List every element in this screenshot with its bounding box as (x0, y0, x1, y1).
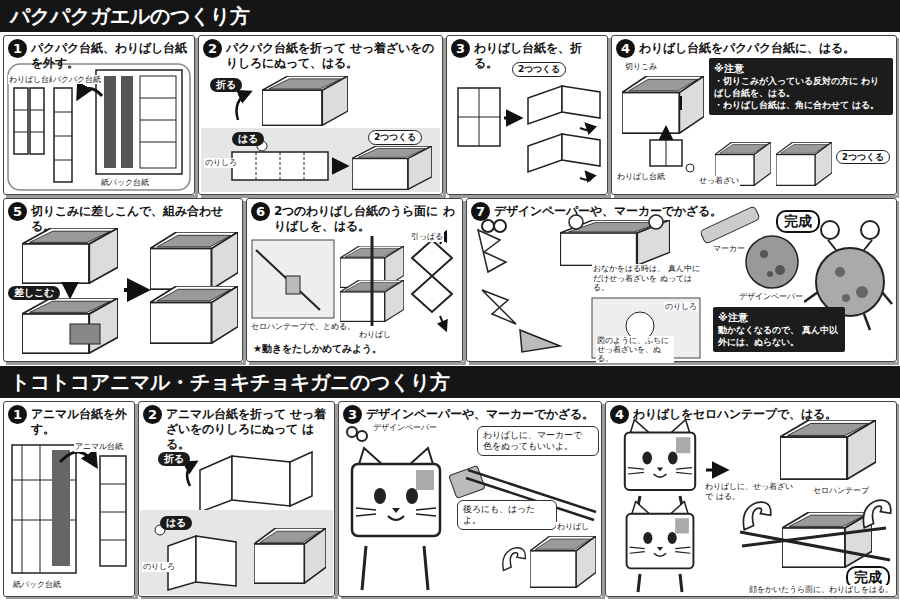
step-header: 5切りこみに差しこんで、組み合わせる。 (8, 202, 238, 234)
part-label: わりばし (358, 330, 392, 339)
part-label: のりしろ (142, 562, 176, 572)
step-header: 3デザインペーパーや、マーカーでかざる。 (343, 405, 597, 424)
step-number: 2 (203, 39, 222, 58)
step-heading: アニマル台紙を折って せっ着ざいをのりしろにぬって はる。 (166, 405, 330, 452)
step-panel: 1アニマル台紙を外す。 (3, 401, 135, 597)
step-number: 3 (451, 39, 470, 58)
step-heading: デザインペーパーや、マーカーでかざる。 (494, 202, 722, 219)
part-label: 図のように、ふちに せっ着ざいを、ぬる。 (596, 336, 674, 363)
part-label: 引っぱる (410, 232, 444, 242)
step-heading: 切りこみに差しこんで、組み合わせる。 (31, 202, 238, 234)
caution-box: ※注意・切りこみが入っている反対の方に わりばし台紙を、はる。・わりばし台紙は、… (709, 58, 893, 115)
step-number: 7 (471, 202, 490, 221)
step-header: 4わりばしをセロハンテープで、はる。 (610, 405, 892, 424)
step-panel: 3わりばし台紙を、折る。 (446, 35, 608, 195)
count-badge: 2つつくる (512, 62, 566, 77)
step-number: 3 (343, 405, 362, 424)
step-heading: わりばし台紙をパクパク台紙に、はる。 (639, 39, 855, 56)
part-label: 切りこみ (624, 62, 658, 72)
step-panel: 2パクパク台紙を折って せっ着ざいをのりしろにぬって、はる。 (198, 35, 443, 195)
section-title: パクパクガエルのつくり方 (10, 3, 250, 29)
step-number: 1 (8, 39, 27, 58)
part-label: マーカー (712, 244, 746, 254)
part-label: おなかをはる時は、 真ん中にだけせっ着ざいを ぬってはる。 (592, 264, 702, 293)
step-number: 5 (8, 202, 27, 221)
step-heading: パクパク台紙を折って せっ着ざいをのりしろにぬって、はる。 (226, 39, 438, 71)
part-label: わりばし (556, 522, 590, 532)
step-number: 4 (616, 39, 635, 58)
part-label: わりばし台紙 (616, 172, 666, 182)
part-label: 顔をかいたうら面に、わりばしをはる。 (748, 585, 894, 594)
part-label: わりばしに、せっ着ざいで はる。 (704, 482, 798, 501)
step-number: 4 (610, 405, 629, 424)
step-panel: 5切りこみに差しこんで、組み合わせる。 (3, 198, 243, 362)
action-tag: 差しこむ (8, 286, 60, 300)
part-label: セロハンテープで、とめる。 (250, 322, 356, 331)
speech-bubble: 後ろにも、はったよ。 (457, 500, 557, 530)
part-label: のりしろ (204, 158, 238, 168)
step-header: 7デザインペーパーや、マーカーでかざる。 (471, 202, 892, 221)
step-heading: パクパク台紙、わりばし台紙を外す。 (31, 39, 190, 71)
step-panel: 62つのわりばし台紙のうら面に わりばしを、はる。 (246, 198, 463, 362)
speech-bubble: わりばしに、マーカーで 色をぬってもいいよ。 (477, 426, 599, 456)
part-label: せっ着ざい (698, 176, 740, 186)
step-header: 1パクパク台紙、わりばし台紙を外す。 (8, 39, 190, 71)
step-header: 2アニマル台紙を折って せっ着ざいをのりしろにぬって はる。 (143, 405, 330, 452)
step-panel: 1パクパク台紙、わりばし台紙を外す。 (3, 35, 195, 195)
part-label: アニマル台紙 (74, 442, 124, 452)
section-band: パクパクガエルのつくり方 (0, 0, 900, 32)
bubble-text: わりばしに、マーカーで 色をぬってもいいよ。 (483, 430, 593, 452)
step-header: 2パクパク台紙を折って せっ着ざいをのりしろにぬって、はる。 (203, 39, 438, 71)
caution-text: ・わりばし台紙は、角に合わせて はる。 (714, 99, 888, 111)
step-number: 6 (251, 202, 270, 221)
part-label: 紙パック台紙 (100, 178, 150, 188)
action-tag: 折る (210, 78, 242, 92)
step-heading: デザインペーパーや、マーカーでかざる。 (366, 405, 594, 422)
part-label: パクパク台紙 (52, 75, 102, 84)
action-tag: はる (232, 132, 264, 146)
done-badge: 完成 (776, 210, 820, 233)
step-number: 1 (8, 405, 27, 424)
part-label: ★動きをたしかめてみよう。 (252, 343, 383, 355)
count-badge: 2つつくる (368, 130, 422, 145)
count-badge: 2つつくる (836, 150, 890, 164)
step-heading: わりばしをセロハンテープで、はる。 (633, 405, 837, 422)
caution-text: ・切りこみが入っている反対の方に わりばし台紙を、はる。 (714, 75, 888, 99)
part-label: のりしろ (664, 302, 698, 311)
caution-title: ※注意 (714, 62, 888, 75)
step-heading: 2つのわりばし台紙のうら面に わりばしを、はる。 (274, 202, 458, 234)
part-label: デザインペーパー (372, 423, 438, 433)
part-label: 紙パック台紙 (12, 580, 62, 590)
part-label: セロハンテープ (812, 486, 870, 496)
step-header: 4わりばし台紙をパクパク台紙に、はる。 (616, 39, 892, 58)
section-band: トコトコアニマル・チョキチョキガニのつくり方 (0, 366, 900, 398)
step-panel: 4わりばし台紙をパクパク台紙に、はる。※注意・切りこみが入っている反対の方に わ… (611, 35, 897, 195)
part-label: デザインペーパー (738, 292, 804, 302)
part-label: わりばし台紙 (8, 75, 58, 84)
step-number: 2 (143, 405, 162, 424)
section-title: トコトコアニマル・チョキチョキガニのつくり方 (10, 369, 450, 395)
caution-text: 動かなくなるので、 真ん中以外には、ぬらない。 (718, 324, 840, 348)
step-heading: アニマル台紙を外す。 (31, 405, 130, 437)
action-tag: 折る (158, 452, 190, 466)
step-header: 62つのわりばし台紙のうら面に わりばしを、はる。 (251, 202, 458, 234)
caution-title: ※注意 (718, 311, 840, 324)
bubble-text: 後ろにも、はったよ。 (463, 504, 551, 526)
step-header: 1アニマル台紙を外す。 (8, 405, 130, 437)
caution-box: ※注意動かなくなるので、 真ん中以外には、ぬらない。 (713, 307, 845, 352)
action-tag: はる (160, 516, 192, 530)
